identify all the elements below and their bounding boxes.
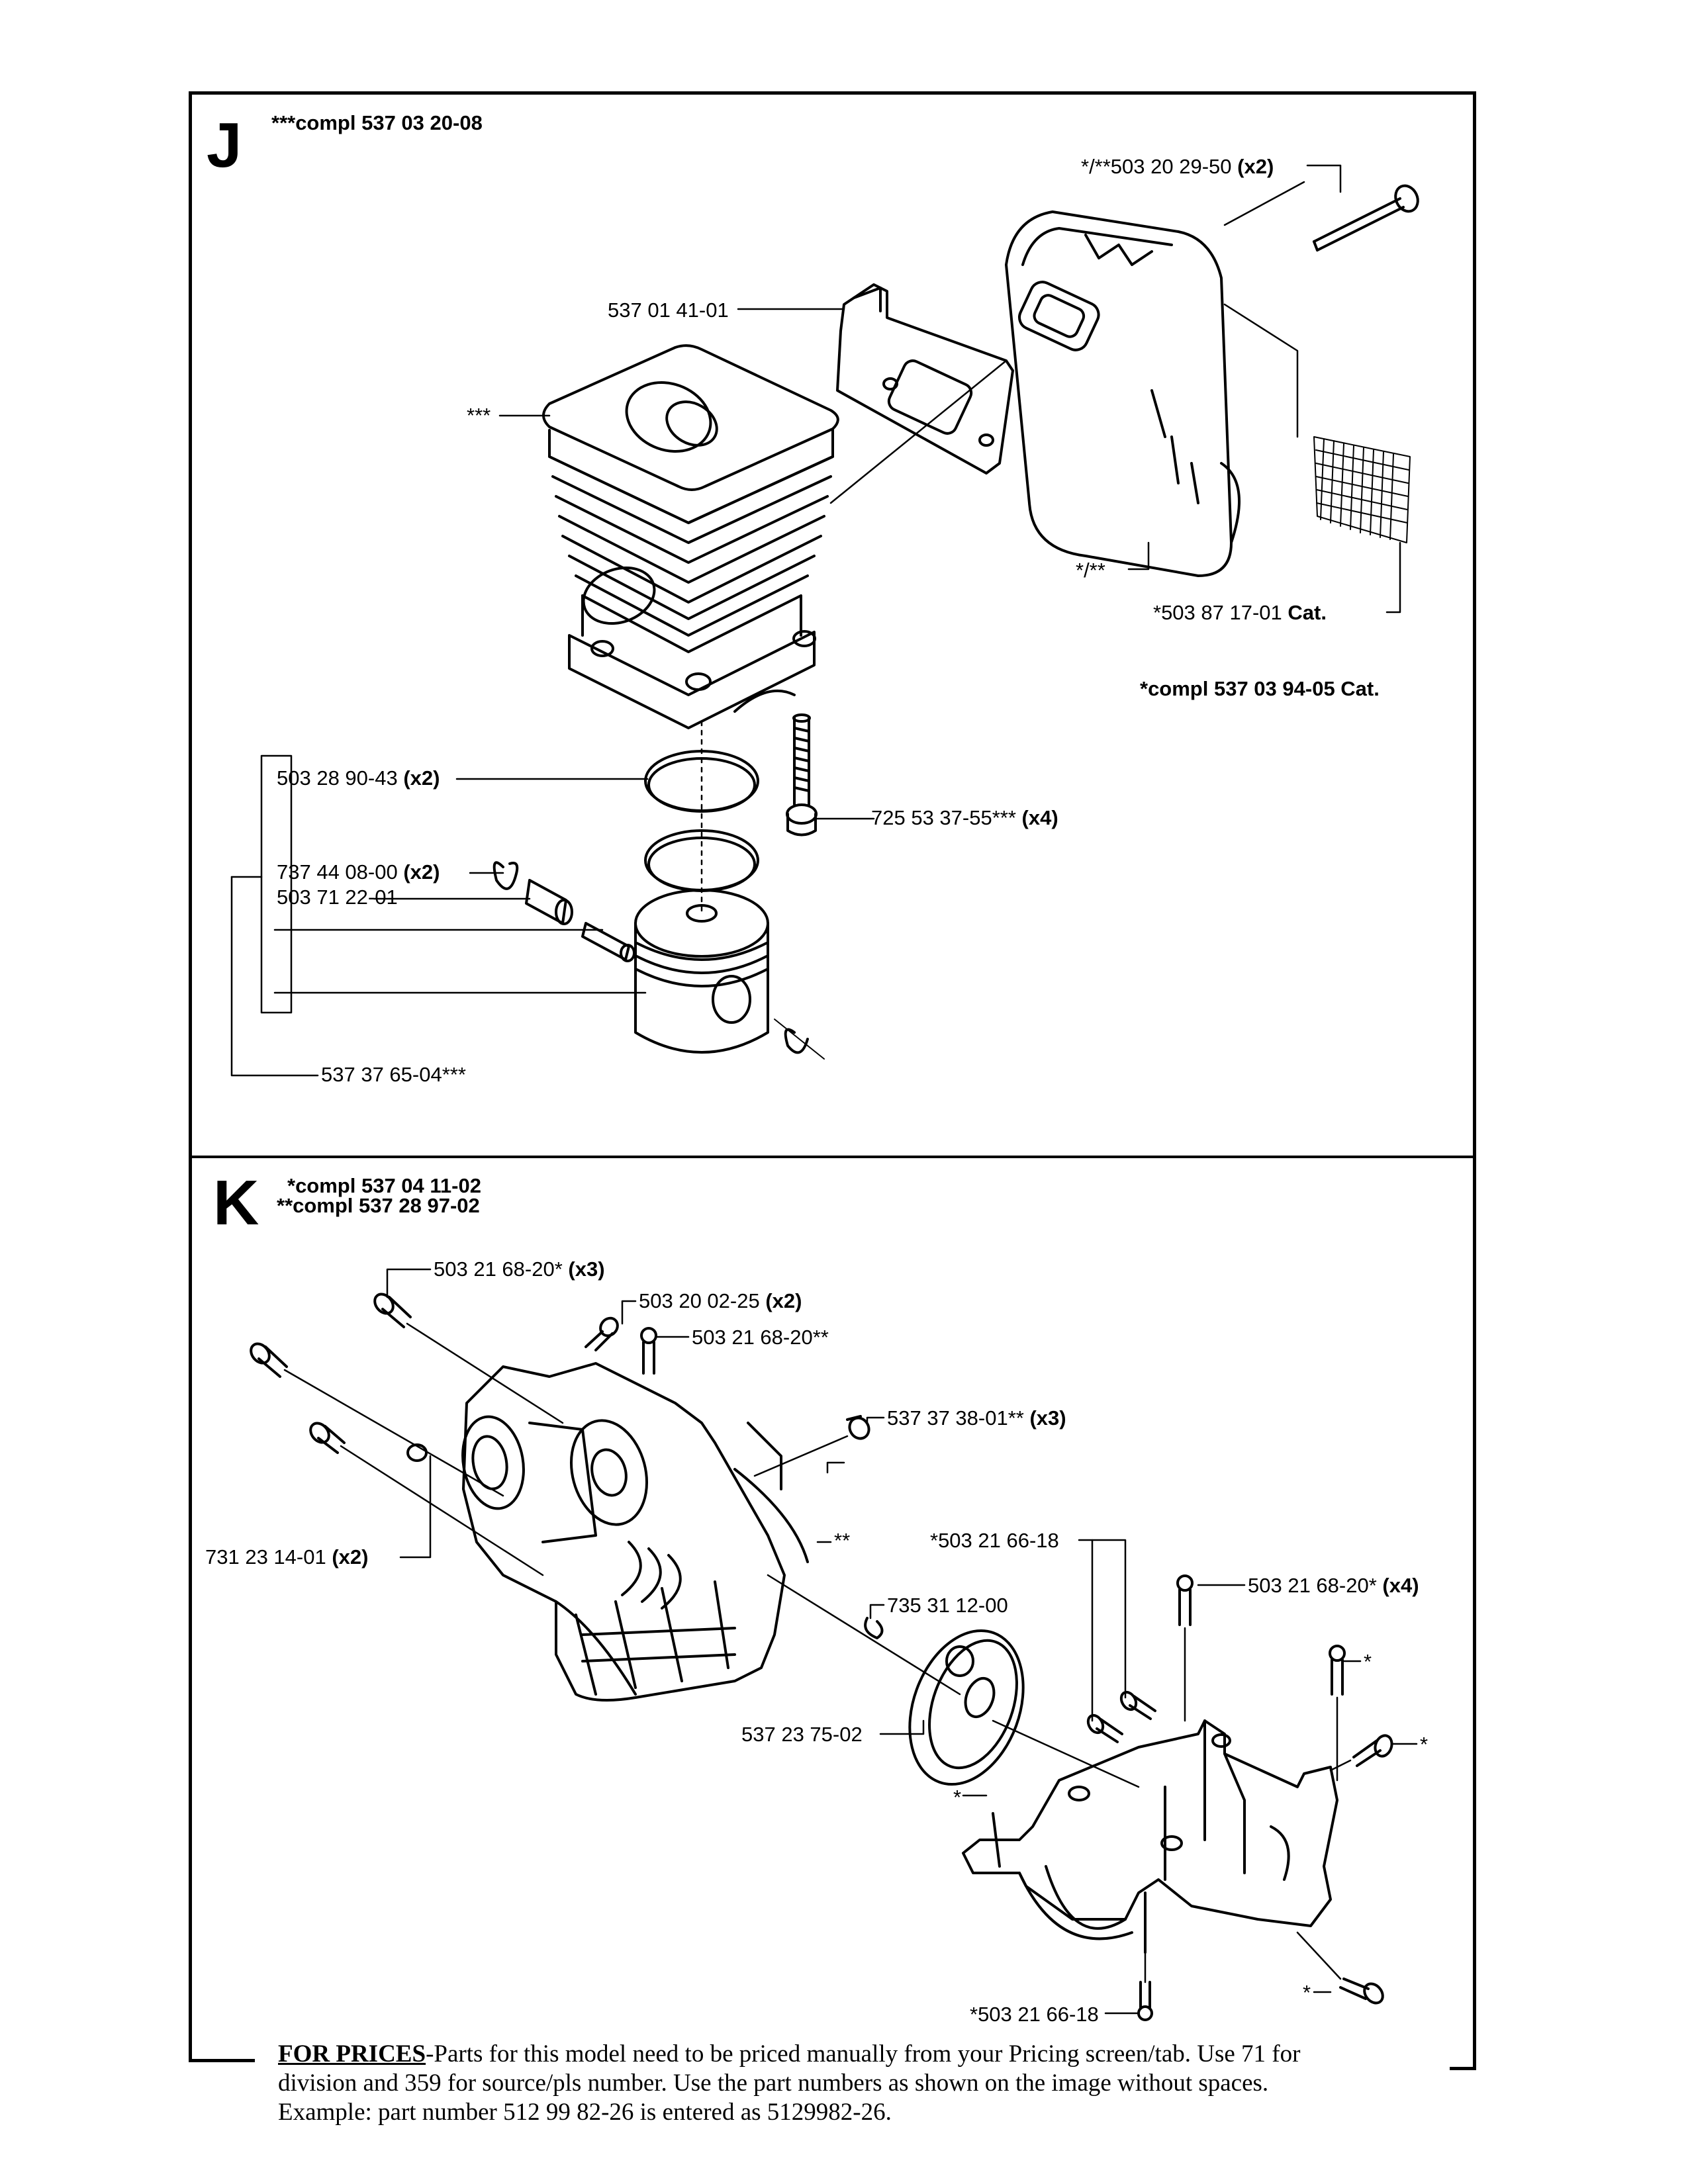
screw-2 (250, 1342, 288, 1378)
circlip-drawing (492, 861, 519, 890)
muffler-bolt-drawing (1313, 184, 1419, 251)
screw-11 (1339, 1978, 1384, 2005)
pricing-note-line-1: FOR PRICES-Parts for this model need to … (278, 2040, 1301, 2068)
pricing-note-line-3: Example: part number 512 99 82-26 is ent… (278, 2099, 892, 2126)
screw-8 (1119, 1690, 1156, 1720)
section-j-leader-lines (230, 164, 1401, 1077)
part-label-star-4: * (1303, 1981, 1311, 2004)
screw-5 (640, 1327, 657, 1375)
part-label-muffler-marker: */** (1076, 559, 1105, 582)
screw-7 (1086, 1713, 1123, 1743)
part-label-screw-b[interactable]: 503 20 02-25 (x2) (639, 1289, 802, 1312)
screw-drawings (250, 1293, 1393, 2021)
part-label-crankcase-marker: ** (834, 1529, 851, 1552)
part-label-star-2: * (1420, 1733, 1429, 1756)
part-label-muffler-kit[interactable]: *compl 537 03 94-05 Cat. (1140, 677, 1380, 700)
part-label-catalyst-screen[interactable]: *503 87 17-01 Cat. (1153, 601, 1327, 624)
screw-4 (585, 1316, 619, 1351)
part-label-screw-f[interactable]: *503 21 66-18 (970, 2003, 1099, 2026)
section-k-kit-2-label: **compl 537 28 97-02 (277, 1194, 480, 1217)
part-label-star-1: * (1364, 1650, 1372, 1673)
screw-3 (309, 1422, 346, 1454)
cylinder-bolt-drawing (786, 713, 818, 837)
pricing-note-lead: FOR PRICES (278, 2040, 426, 2068)
part-label-piston-ring[interactable]: 503 28 90-43 (x2) (277, 766, 440, 790)
screw-1 (373, 1293, 412, 1328)
part-label-circlip-k[interactable]: 735 31 12-00 (887, 1594, 1008, 1617)
part-label-needle-bearing[interactable]: 503 71 22-01 (277, 886, 398, 909)
section-k-kit-1-label: *compl 537 04 11-02 (287, 1174, 481, 1197)
frame-corner-right (1450, 1985, 1476, 2070)
nut (406, 1443, 428, 1462)
section-j-kit-label: ***compl 537 03 20-08 (271, 111, 483, 134)
circlip-k (864, 1617, 884, 1639)
cylinder-drawing (542, 344, 839, 729)
section-k-frame (189, 1156, 1476, 2062)
muffler-drawing (1005, 210, 1241, 577)
part-label-muffler-bolt[interactable]: */**503 20 29-50 (x2) (1081, 155, 1274, 178)
part-label-circlip[interactable]: 737 44 08-00 (x2) (277, 860, 440, 884)
part-label-sleeve[interactable]: 537 37 38-01** (x3) (887, 1406, 1066, 1430)
needle-bearing-drawing (525, 879, 635, 962)
part-label-bracket[interactable]: 537 01 41-01 (608, 298, 729, 322)
pricing-note-line-2: division and 359 for source/pls number. … (278, 2070, 1269, 2097)
screw-10 (1352, 1734, 1393, 1767)
section-j-frame (189, 91, 1476, 1158)
part-label-star-3: * (953, 1786, 962, 1809)
section-j-letter: J (207, 110, 242, 181)
part-label-cylinder-bolt[interactable]: 725 53 37-55*** (x4) (871, 806, 1058, 829)
screw-9 (1329, 1645, 1346, 1696)
pricing-note: FOR PRICES-Parts for this model need to … (278, 2040, 1456, 2127)
clutch-drum-drawing (908, 1629, 1025, 1786)
catalyst-screen-drawing (1313, 436, 1411, 543)
part-label-screw-c[interactable]: 503 21 68-20** (692, 1326, 829, 1349)
crankcase-left-drawing (461, 1362, 809, 1702)
part-label-cylinder-marker: *** (467, 404, 491, 427)
crankcase-right-drawing (962, 1719, 1338, 1954)
part-label-clutch-drum[interactable]: 537 23 75-02 (741, 1723, 863, 1746)
frame-corner-left (189, 1985, 255, 2062)
bracket-drawing (836, 283, 1014, 475)
part-label-nut[interactable]: 731 23 14-01 (x2) (205, 1545, 369, 1569)
section-k-leader-lines (283, 1268, 1418, 2015)
part-label-screw-e[interactable]: 503 21 68-20* (x4) (1248, 1574, 1419, 1597)
screw-6 (1176, 1574, 1194, 1626)
section-k-letter: K (213, 1167, 259, 1238)
part-label-screw-a[interactable]: 503 21 68-20* (x3) (434, 1257, 605, 1281)
part-label-piston-kit[interactable]: 537 37 65-04*** (321, 1063, 466, 1086)
part-label-screw-d[interactable]: *503 21 66-18 (930, 1529, 1059, 1552)
